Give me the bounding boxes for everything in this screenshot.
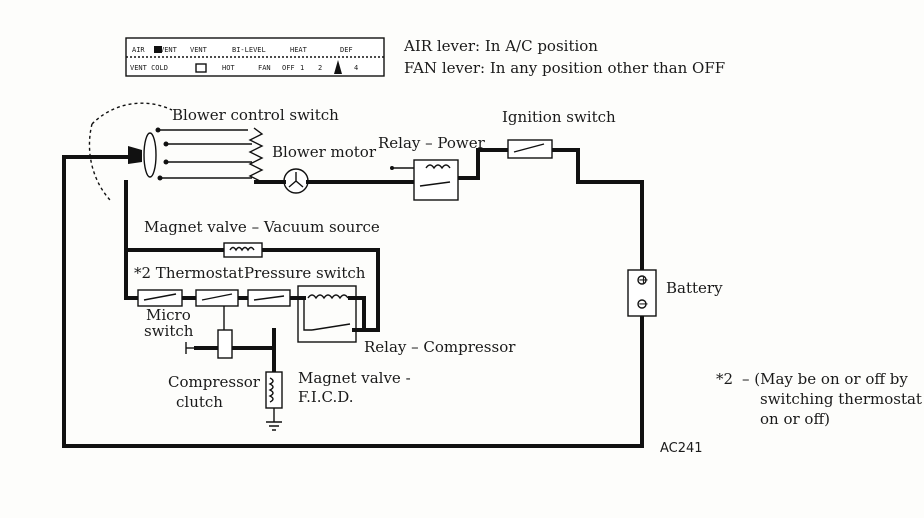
- control-panel: AIR VENT VENT BI-LEVEL HEAT DEF VENT COL…: [125, 37, 385, 77]
- relay-power-label: Relay – Power: [378, 134, 486, 152]
- panel-vent2-label: VENT: [190, 46, 208, 54]
- thermostat-group: [137, 289, 291, 307]
- panel-fan1-label: 1: [300, 64, 304, 72]
- panel-bilevel-label: BI-LEVEL: [232, 46, 266, 54]
- blower-control-switch: [88, 102, 173, 201]
- fan-lever-note: FAN lever: In any position other than OF…: [404, 59, 725, 77]
- air-lever-note: AIR lever: In A/C position: [403, 37, 598, 55]
- magnet-valve-vacuum-box: [223, 242, 263, 258]
- switch-rotor: [143, 132, 157, 178]
- relay-compressor-label: Relay – Compressor: [364, 338, 516, 356]
- blower-control-switch-label: Blower control switch: [172, 106, 339, 124]
- fan-lever-knob: [334, 60, 342, 74]
- blower-resistor: [248, 127, 264, 183]
- footnote-line-1: – (May be on or off by: [742, 370, 908, 388]
- magnet-valve-ficd: [265, 371, 283, 431]
- compressor-clutch-body: [217, 329, 233, 359]
- relay-power-coil: [425, 164, 451, 170]
- relay-compressor: [297, 285, 357, 343]
- switch-contact-arm: [128, 146, 142, 164]
- battery-plus: +: [638, 273, 649, 288]
- blower-motor-label: Blower motor: [272, 143, 377, 161]
- footnote: *2 – (May be on or off by switching ther…: [716, 370, 922, 428]
- footnote-marker: *2: [716, 370, 733, 388]
- switch-wires: [158, 129, 252, 179]
- magnet-valve-ficd-label-1: Magnet valve -: [298, 369, 411, 387]
- thermostat-label: *2 Thermostat: [134, 264, 243, 282]
- compressor-clutch-label-2: clutch: [176, 393, 223, 411]
- panel-off-label: OFF: [282, 64, 295, 72]
- footnote-line-3: on or off): [760, 410, 830, 428]
- panel-def-label: DEF: [340, 46, 353, 54]
- temp-lever-knob: [195, 63, 207, 73]
- footnote-line-2: switching thermostat: [760, 390, 922, 408]
- battery-minus: −: [638, 297, 649, 312]
- blower-motor: [283, 168, 309, 194]
- magnet-valve-ficd-body: [265, 371, 283, 409]
- battery-label: Battery: [666, 279, 723, 297]
- ignition-switch-box: [507, 139, 553, 159]
- compressor-clutch-label-1: Compressor: [168, 373, 261, 391]
- relay-compressor-coil: [307, 294, 349, 300]
- panel-fan2-label: 2: [318, 64, 322, 72]
- micro-switch-label-2: switch: [144, 322, 194, 340]
- main-wires: [62, 148, 644, 448]
- micro-switch-label-1: Micro: [146, 306, 191, 324]
- relay-power-box: [413, 159, 459, 201]
- relay-power: [390, 159, 459, 201]
- magnet-valve-ficd-label-2: F.I.C.D.: [298, 388, 354, 406]
- figure-code: AC241: [660, 441, 703, 456]
- ignition-switch-label: Ignition switch: [502, 108, 616, 126]
- battery: + −: [627, 269, 657, 317]
- pressure-switch-label: Pressure switch: [244, 264, 366, 282]
- magnet-valve-vacuum-label: Magnet valve – Vacuum source: [144, 218, 380, 236]
- magnet-valve-vacuum: [223, 242, 263, 258]
- panel-air-label: AIR: [132, 46, 145, 54]
- air-lever-knob: [154, 46, 162, 53]
- compressor-clutch: [185, 329, 233, 359]
- relay-compressor-frame: [297, 285, 357, 343]
- panel-ventcold-label: VENT COLD: [130, 64, 168, 72]
- ignition-switch: [507, 139, 553, 159]
- panel-heat-label: HEAT: [290, 46, 308, 54]
- panel-vent-label: VENT: [160, 46, 178, 54]
- micro-switch-box: [137, 289, 183, 307]
- switch-housing-arc-left: [88, 123, 111, 201]
- panel-fan4-label: 4: [354, 64, 358, 72]
- thermostat-box: [195, 289, 239, 307]
- panel-fan-label: FAN: [258, 64, 271, 72]
- panel-hot-label: HOT: [222, 64, 235, 72]
- switch-housing-arc-top: [91, 102, 173, 125]
